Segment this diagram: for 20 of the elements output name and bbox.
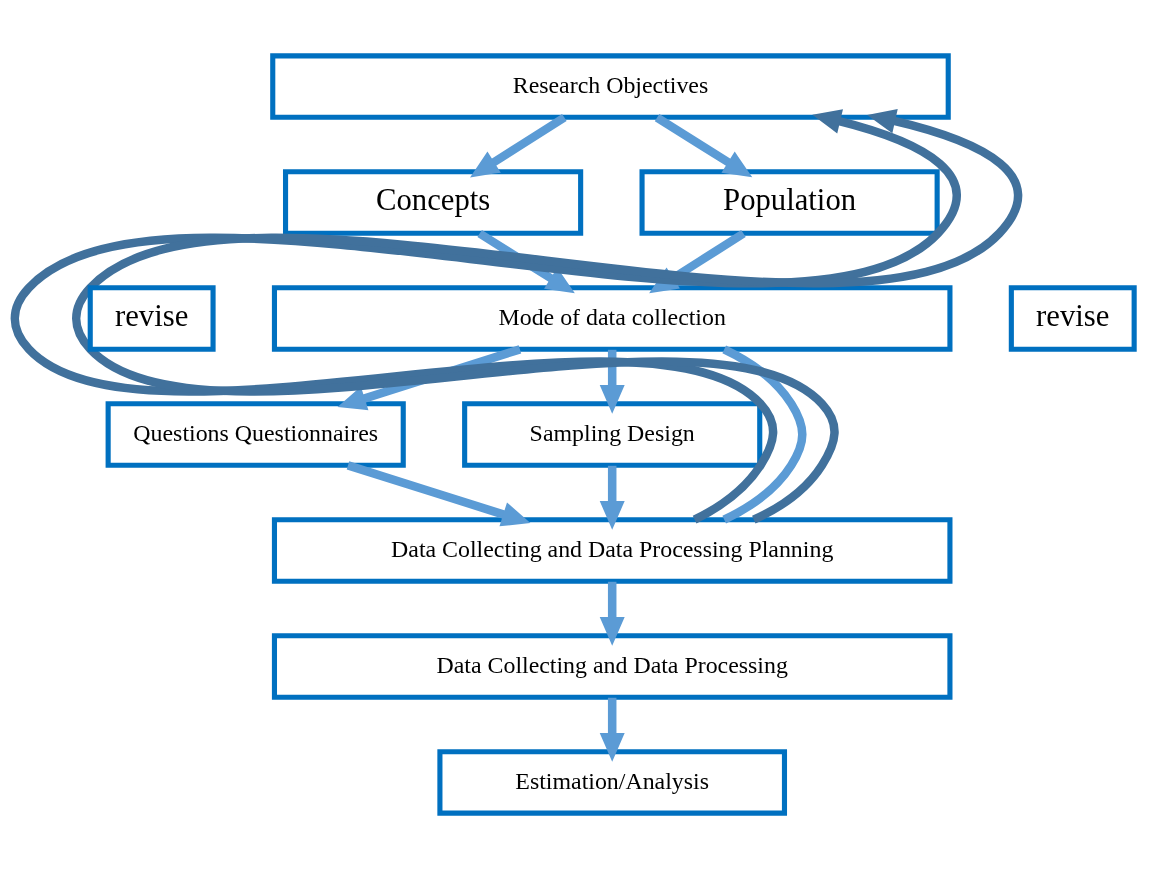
node-box: Mode of data collection <box>271 285 953 352</box>
arrow <box>599 697 625 762</box>
node-box: Questions Questionnaires <box>105 401 406 468</box>
arrow <box>599 465 625 530</box>
arrow <box>477 229 575 294</box>
node-box: revise <box>1008 285 1137 352</box>
node-box: Estimation/Analysis <box>437 749 788 816</box>
connector <box>722 345 807 524</box>
node-box: Concepts <box>283 169 584 236</box>
arrow <box>599 349 625 414</box>
node-box: revise <box>87 285 216 352</box>
arrow <box>654 113 753 178</box>
arrow <box>346 461 531 527</box>
node-box: Data Collecting and Data Processing <box>271 633 953 700</box>
node-box: Sampling Design <box>462 401 763 468</box>
node-box: Research Objectives <box>270 53 951 120</box>
node-box: Population <box>639 169 940 236</box>
node-box: Data Collecting and Data Processing Planning <box>271 517 953 584</box>
arrow <box>599 581 625 646</box>
arrow <box>470 113 567 178</box>
